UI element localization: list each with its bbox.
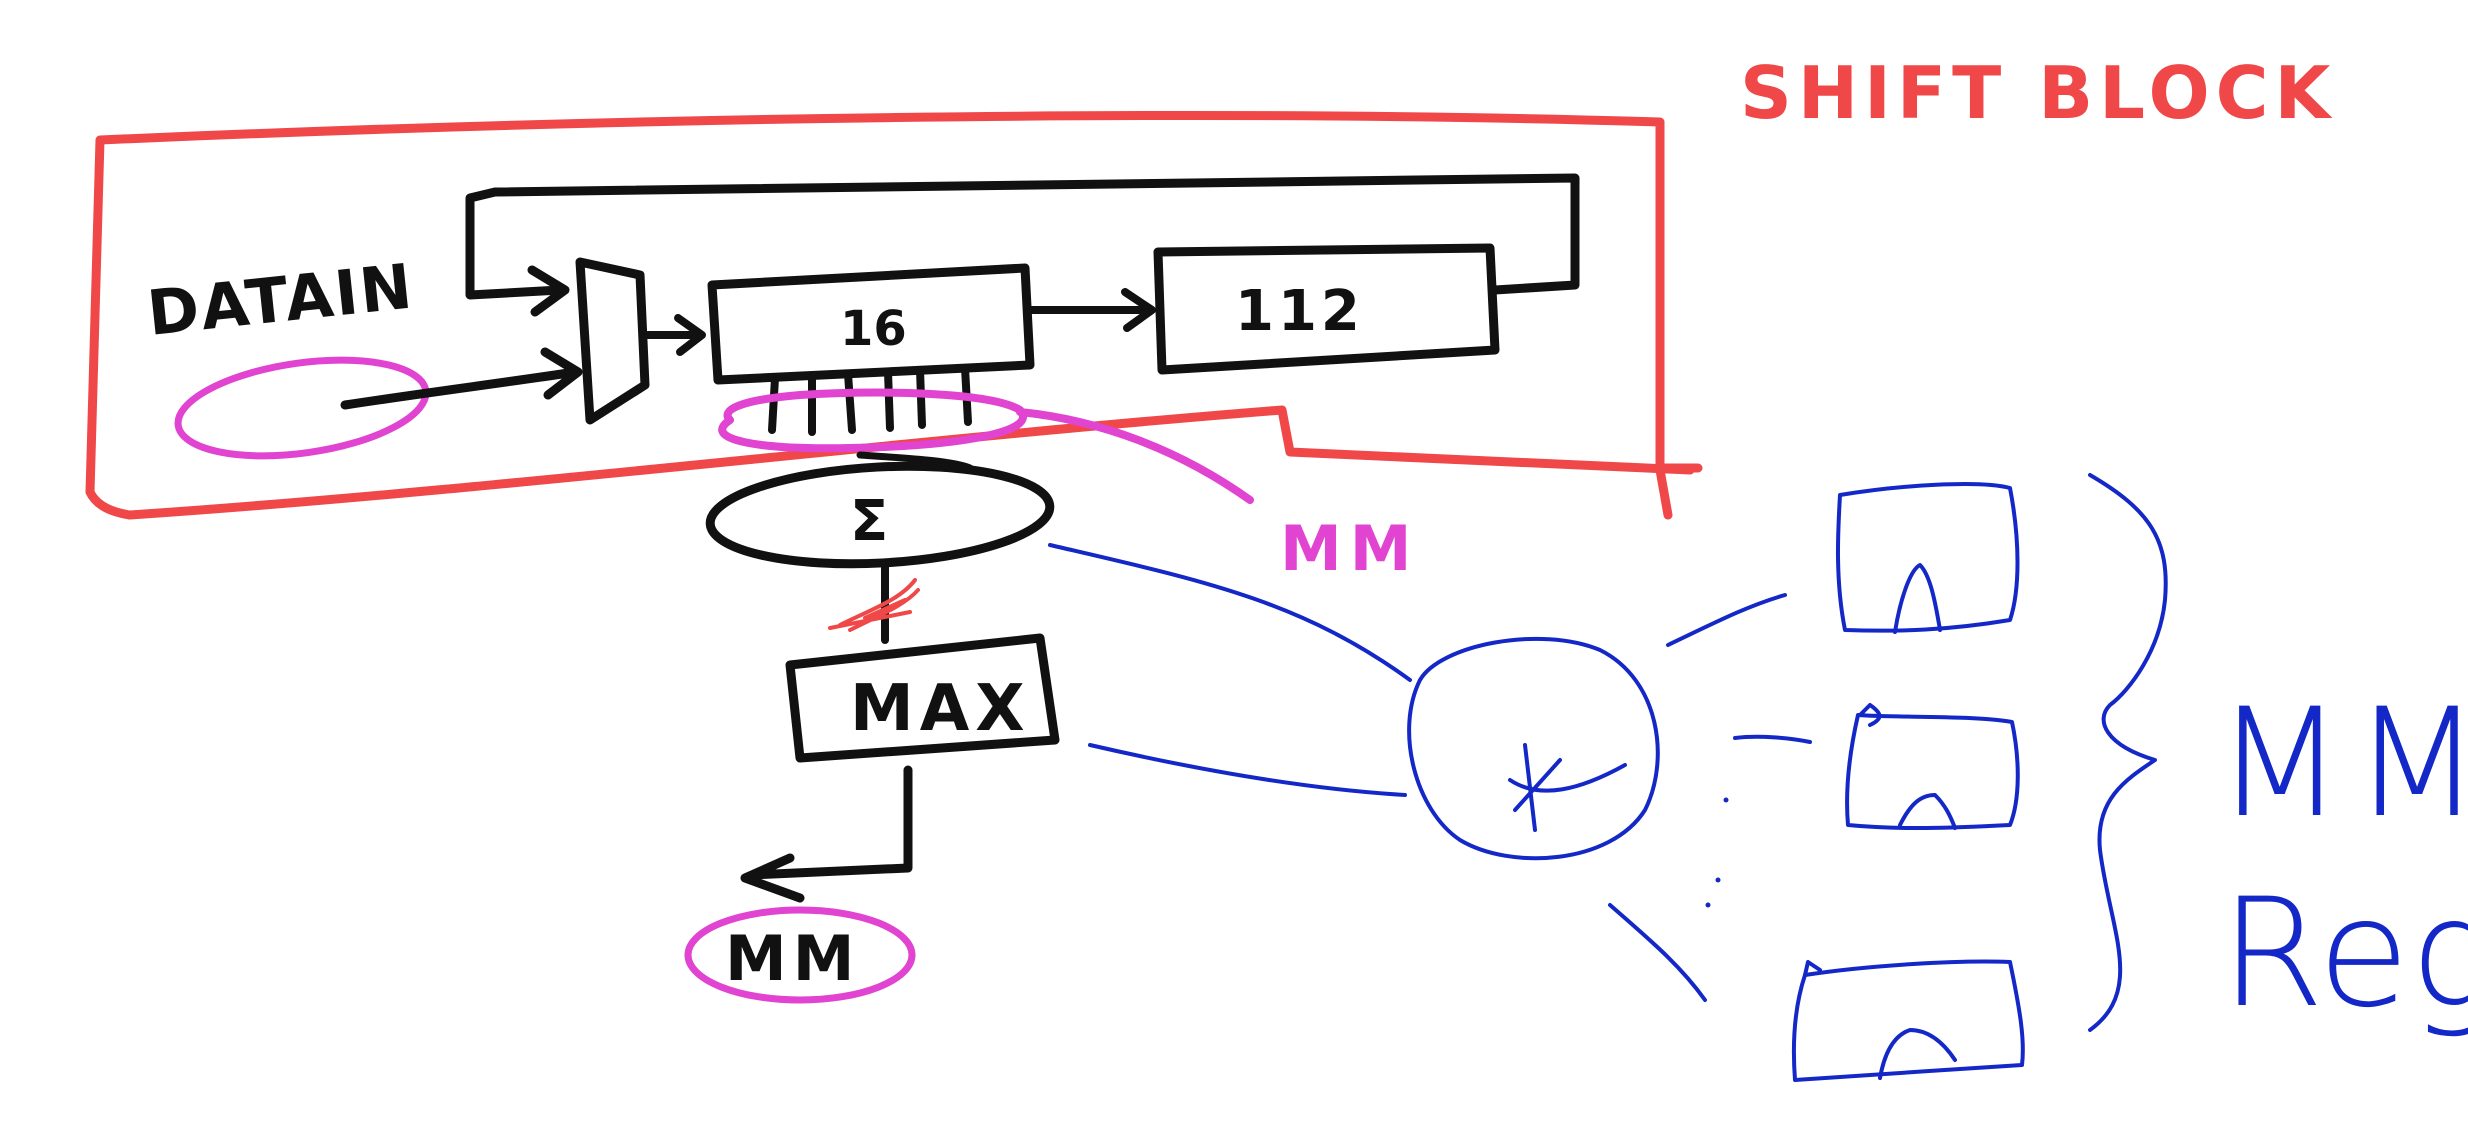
mm-output-label: MM <box>725 922 860 995</box>
mm-reg-label-line2: Reg <box>2220 867 2468 1041</box>
register-112-box <box>1153 243 1500 375</box>
feedback-loop <box>465 173 1580 317</box>
max-to-mm-arrow <box>740 765 913 903</box>
mm-reg-label-line1: MM <box>2215 677 2468 851</box>
max-to-operator-line <box>1088 743 1407 797</box>
reg16-to-112-arrow <box>1026 288 1156 332</box>
mm-register-2 <box>1845 703 2020 831</box>
max-label: MAX <box>850 672 1031 746</box>
mux-to-16-arrow <box>644 314 706 356</box>
operator-circle <box>1407 636 1660 861</box>
datain-arrow <box>340 347 583 410</box>
operator-to-reg3-line <box>1608 903 1707 1002</box>
register-16-box <box>707 263 1035 385</box>
max-box <box>785 633 1060 763</box>
mm-reg-brace <box>2088 473 2168 1032</box>
mm-register-1 <box>1835 482 2020 634</box>
operator-to-reg1-line <box>1666 593 1787 647</box>
continuation-dots <box>1705 797 1729 908</box>
register-16-label: 16 <box>840 301 907 357</box>
mm-register-3 <box>1791 959 2025 1082</box>
shift-block-outline <box>85 111 1703 520</box>
multiplexer <box>575 257 650 425</box>
operator-star-icon <box>1508 743 1627 832</box>
bus-width-mark <box>828 578 920 632</box>
sum-to-operator-line <box>1048 543 1412 682</box>
mm-output-highlight <box>684 906 916 1004</box>
mm-tap-label: MM <box>1280 512 1419 585</box>
shift-block-title: SHIFT BLOCK <box>1740 51 2336 135</box>
datain-label: DATAIN <box>144 249 417 350</box>
mm-tap-highlight <box>718 388 1254 504</box>
register-112-label: 112 <box>1235 279 1364 344</box>
sum-label: Σ <box>850 489 888 554</box>
datain-highlight <box>174 356 430 460</box>
operator-to-reg2-line <box>1733 734 1812 744</box>
